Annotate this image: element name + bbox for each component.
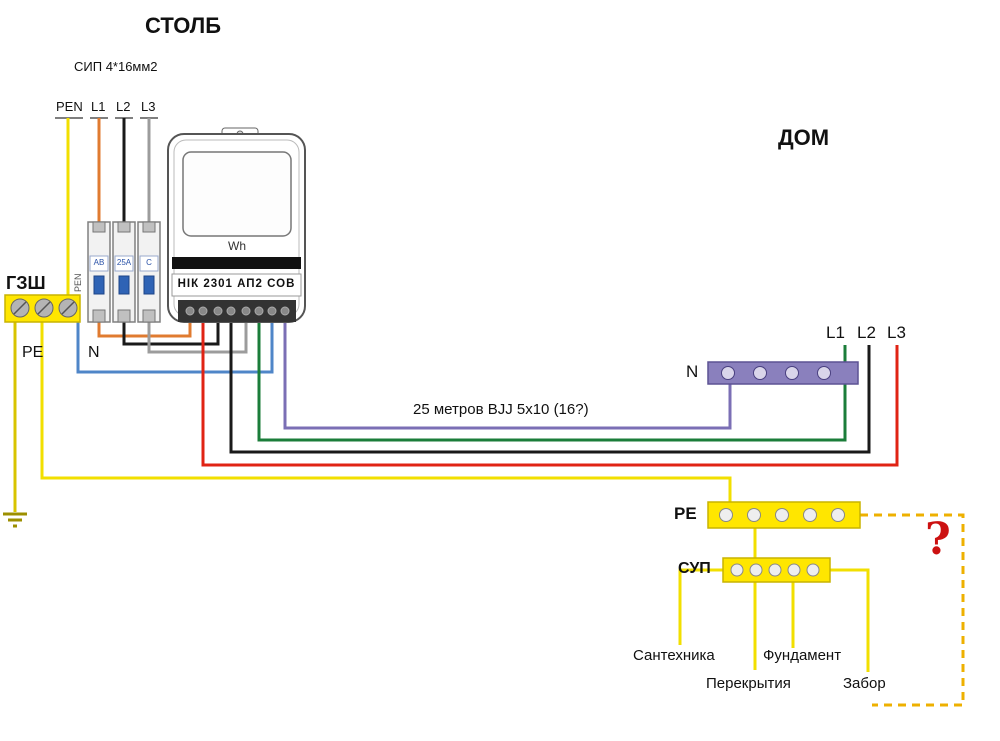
meter-model-label: НІК 2301 АП2 СОВ [177, 278, 296, 290]
meter-black-band [172, 257, 301, 269]
house-l2-label: L2 [857, 323, 876, 342]
ground-electrode [3, 320, 27, 528]
n-busbar [707, 361, 859, 385]
question-mark: ? [925, 514, 951, 565]
sup-bus-label: СУП [678, 560, 711, 577]
l3-label: L3 [141, 99, 156, 114]
gzsh-title: ГЗШ [6, 273, 46, 293]
l2-label: L2 [116, 99, 131, 114]
n-jumper-wire [76, 322, 274, 374]
breaker-label-3: С [146, 258, 152, 267]
breaker-label-2: 25А [116, 258, 132, 267]
meter-display [182, 151, 292, 237]
bond-label-floors: Перекрытия [706, 675, 791, 692]
breaker-pole-1 [87, 221, 111, 323]
gzsh-n-label: N [88, 344, 100, 361]
pen-vertical-label: PEN [73, 273, 83, 292]
bond-label-fence: Забор [843, 675, 886, 692]
breaker-pole-3 [137, 221, 161, 323]
sip-cable-label: СИП 4*16мм2 [74, 59, 158, 74]
breaker-meter-wires [97, 322, 248, 354]
n-bus-label: N [686, 362, 699, 381]
incoming-wires [66, 118, 151, 295]
pen-label: PEN [56, 99, 83, 114]
bonding-wires [678, 528, 870, 672]
earth-symbol-icon [3, 512, 27, 528]
pe-busbar [707, 501, 861, 529]
sup-busbar [722, 557, 831, 583]
n-feed-purple [283, 322, 732, 430]
electricity-meter [167, 127, 306, 323]
gzsh-bar [4, 294, 81, 323]
l1-feed-green [257, 322, 847, 442]
dashed-fence-wire [860, 513, 965, 707]
meter-wh-label: Wh [228, 239, 246, 253]
house-l3-label: L3 [887, 323, 906, 342]
gzsh-pe-label: PE [22, 344, 44, 361]
meter-terminal-strip [178, 300, 296, 322]
pe-run-wire [40, 320, 732, 502]
breaker-pole-2 [112, 221, 136, 323]
cable-run-label: 25 метров ВJJ 5х10 (16?) [413, 401, 589, 418]
house-l1-label: L1 [826, 323, 845, 342]
house-feed-wires [201, 322, 899, 467]
house-title: ДОМ [778, 125, 830, 150]
l3-feed-red [201, 322, 899, 467]
pole-title: СТОЛБ [145, 13, 222, 38]
breaker-label-1: АВ [93, 258, 105, 267]
l2-feed-black [229, 322, 871, 454]
bond-label-plumbing: Сантехника [633, 647, 715, 664]
l1-label: L1 [91, 99, 106, 114]
meter-nameplate [171, 273, 302, 297]
pe-bus-label: PE [674, 504, 697, 523]
bond-label-foundation: Фундамент [763, 647, 842, 664]
circuit-breakers [87, 221, 161, 323]
